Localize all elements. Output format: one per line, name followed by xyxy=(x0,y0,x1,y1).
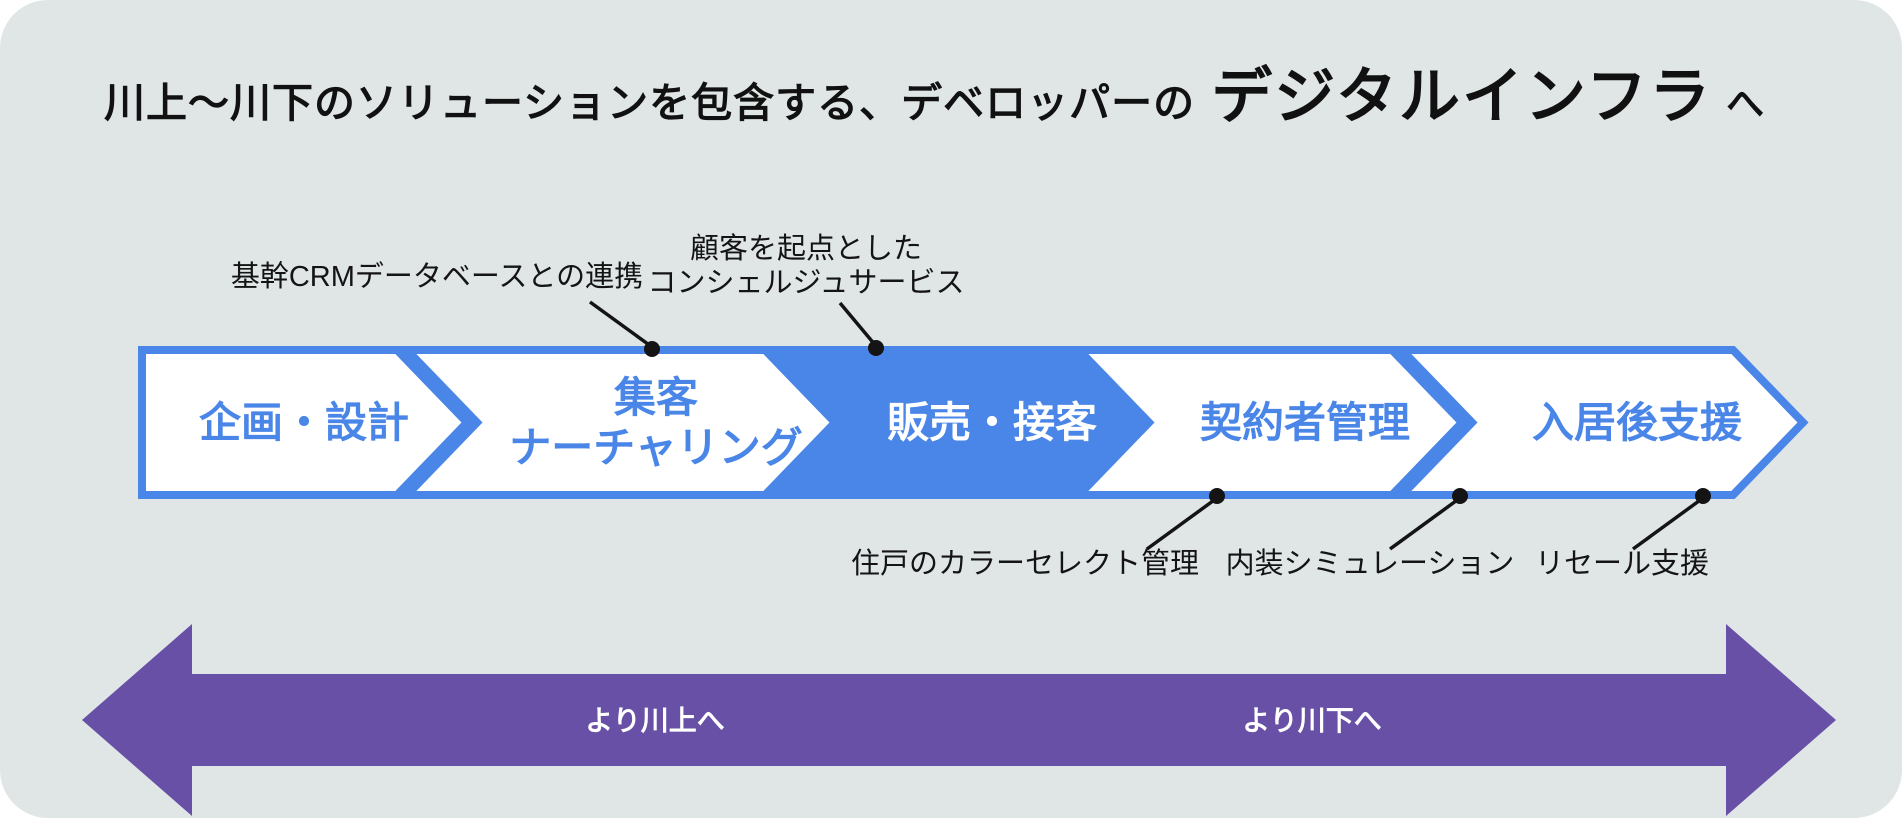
annotation-concierge-dot xyxy=(868,340,884,356)
annotation-crm-leader-line xyxy=(588,300,654,349)
annotation-resale-leader-line xyxy=(1631,496,1705,551)
stage-shape-sales xyxy=(765,346,1145,499)
stage-shape-nurturing xyxy=(397,346,841,499)
stage-shape-planning xyxy=(138,346,473,499)
stage-label-planning: 企画・設計 xyxy=(199,399,409,446)
stage-shape-contract xyxy=(1069,346,1468,499)
annotation-color-select-text: 住戸のカラーセレクト管理 xyxy=(851,547,1199,580)
stage-label-sales: 販売・接客 xyxy=(887,399,1097,446)
title-suffix: へ xyxy=(1726,84,1765,126)
stage-label-aftercare: 入居後支援 xyxy=(1532,399,1743,446)
arrow-label-upstream: より川上へ xyxy=(585,705,724,736)
arrow-label-downstream: より川下へ xyxy=(1242,705,1381,736)
stage-shape-aftercare xyxy=(1392,346,1809,499)
annotation-concierge-leader-line xyxy=(838,301,878,348)
stage-label-nurturing-line1: 集客 xyxy=(613,374,698,421)
annotation-crm-dot xyxy=(644,341,660,357)
title-highlight: デジタルインフラ xyxy=(1211,62,1713,130)
annotation-concierge-line2: コンシェルジュサービス xyxy=(648,267,965,299)
title-prefix: 川上〜川下のソリューションを包含する、デベロッパーの xyxy=(104,80,1196,126)
annotation-interior-sim-text: 内装シミュレーション xyxy=(1226,547,1515,580)
annotation-crm-text: 基幹CRMデータベースとの連携 xyxy=(231,260,643,293)
bidirectional-arrow xyxy=(82,624,1836,816)
page-title: 川上〜川下のソリューションを包含する、デベロッパーの デジタルインフラ へ xyxy=(104,66,1764,127)
stage-label-nurturing-line2: ナーチャリング xyxy=(509,424,803,471)
annotation-resale-text: リセール支援 xyxy=(1535,547,1709,580)
stage-label-contract: 契約者管理 xyxy=(1200,399,1410,446)
annotation-color-select-leader-line xyxy=(1145,496,1219,551)
annotation-concierge-line1: 顧客を起点とした xyxy=(690,232,922,265)
annotation-interior-sim-leader-line xyxy=(1388,496,1462,551)
